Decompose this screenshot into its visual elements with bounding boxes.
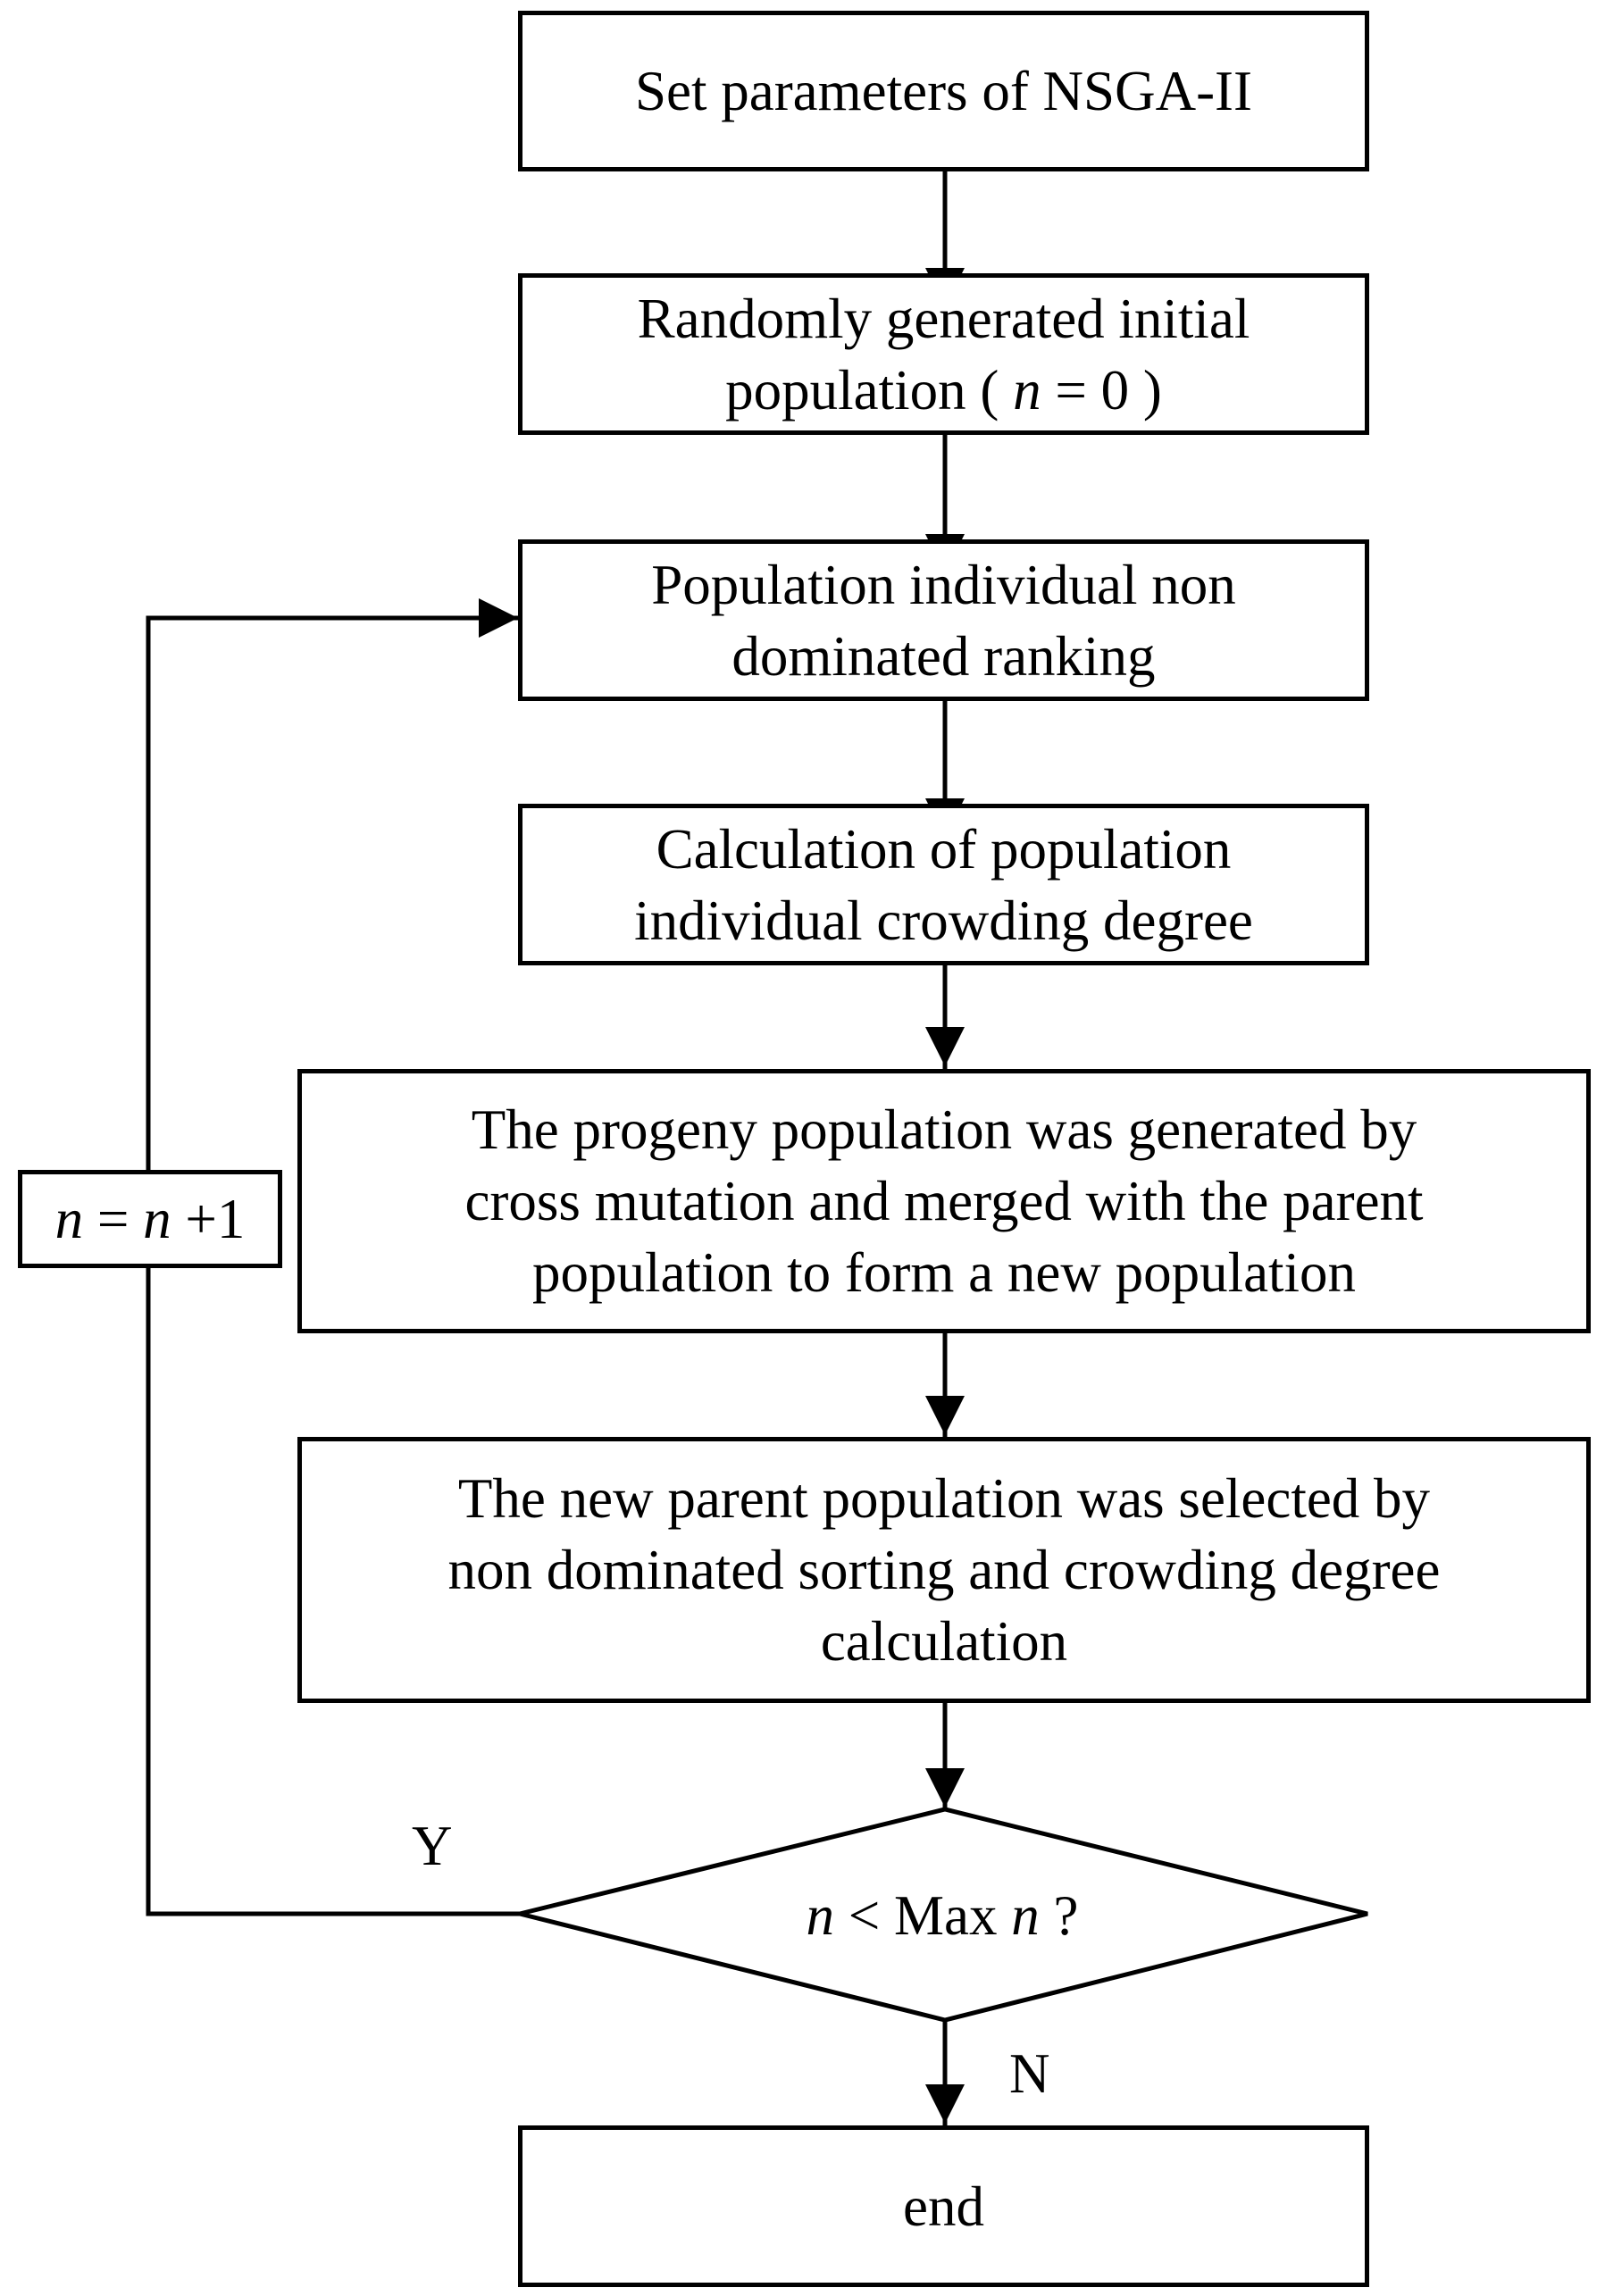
step-text-line: Population individual non xyxy=(651,553,1236,616)
arrowhead-step5 xyxy=(925,1027,965,1066)
step-progeny-generation: The progeny population was generated by … xyxy=(297,1069,1591,1333)
end-text: end xyxy=(903,2175,984,2238)
step-text-line: cross mutation and merged with the paren… xyxy=(464,1170,1424,1232)
formula-rest: = 0 ) xyxy=(1041,358,1162,422)
step-end: end xyxy=(518,2125,1369,2287)
loop-counter-formula: n = n +1 xyxy=(55,1183,246,1255)
step-text-line: non dominated sorting and crowding degre… xyxy=(447,1539,1441,1601)
loop-counter-box: n = n +1 xyxy=(18,1170,282,1268)
arrowhead-step6 xyxy=(925,1396,965,1435)
step-parent-selection: The new parent population was selected b… xyxy=(297,1437,1591,1703)
step-text-line: calculation xyxy=(820,1610,1068,1673)
step-text-line: Calculation of population xyxy=(656,817,1232,881)
loop-back-line xyxy=(146,1268,520,1916)
step-text-line: Set parameters of NSGA-II xyxy=(634,60,1253,122)
counter-suffix: +1 xyxy=(171,1188,246,1250)
step-text-line: The progeny population was generated by xyxy=(471,1098,1417,1161)
formula-prefix: population ( xyxy=(725,358,1014,422)
decision-diamond xyxy=(519,1807,1368,2023)
counter-variable: n xyxy=(54,1188,84,1250)
decision-condition: n < Max n ? xyxy=(520,1880,1365,1951)
loop-back-arrow xyxy=(146,615,518,1170)
step-initial-population: Randomly generated initial population ( … xyxy=(518,273,1369,435)
arrowhead-loop xyxy=(479,598,518,638)
step-text-line: individual crowding degree xyxy=(634,889,1253,952)
decision-variable: n xyxy=(806,1883,835,1947)
decision-suffix: ? xyxy=(1039,1883,1079,1947)
decision-operator: < Max xyxy=(834,1883,1012,1947)
step-non-dominated-ranking: Population individual non dominated rank… xyxy=(518,539,1369,701)
formula-variable: n xyxy=(1013,358,1041,422)
yes-label: Y xyxy=(412,1815,453,1877)
decision-variable: n xyxy=(1011,1883,1040,1947)
counter-operator: = xyxy=(83,1188,144,1250)
step-set-parameters: Set parameters of NSGA-II xyxy=(518,11,1369,171)
arrowhead-decision xyxy=(925,1768,965,1808)
step-text-line: population to form a new population xyxy=(531,1241,1357,1304)
step-formula-line: population ( n = 0 ) xyxy=(725,355,1162,426)
counter-variable: n xyxy=(143,1188,171,1250)
step-text-line: The new parent population was selected b… xyxy=(457,1467,1431,1530)
step-crowding-degree: Calculation of population individual cro… xyxy=(518,804,1369,965)
step-text-line: dominated ranking xyxy=(731,624,1156,688)
no-label: N xyxy=(1009,2042,1050,2105)
step-text-line: Randomly generated initial xyxy=(637,287,1250,350)
arrowhead-end xyxy=(925,2084,965,2124)
